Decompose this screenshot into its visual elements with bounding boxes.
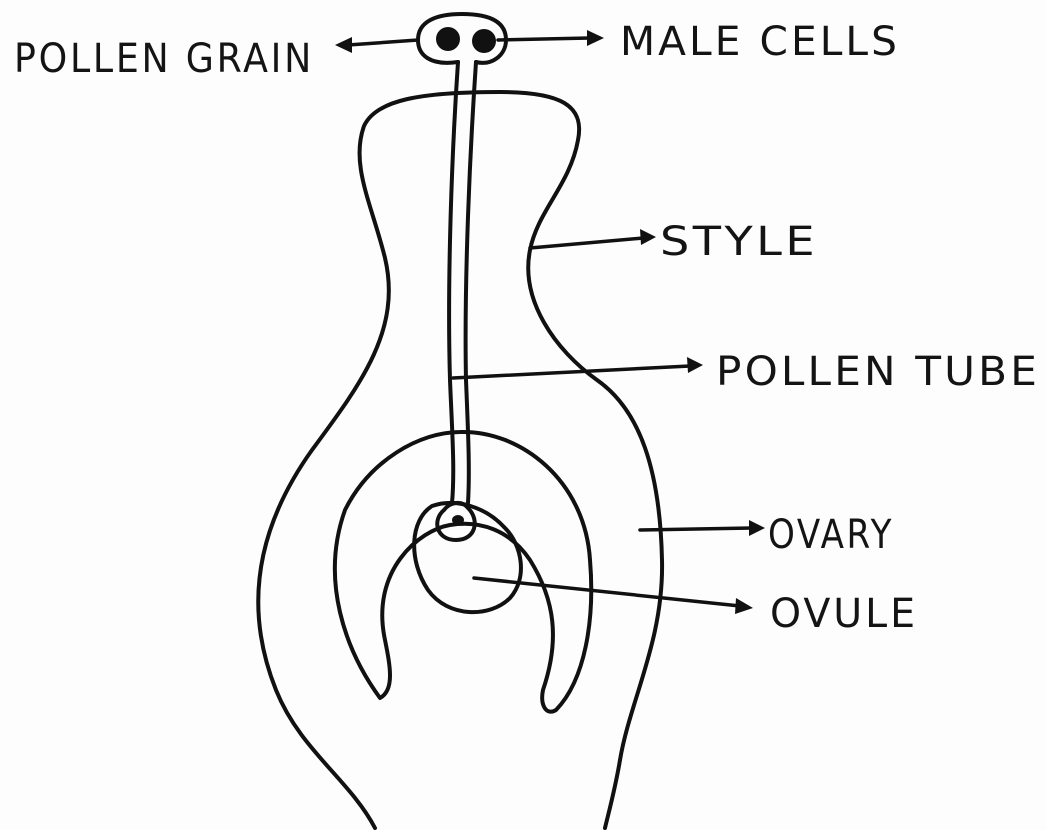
- pollen-tube-leader: [453, 366, 690, 378]
- label-pollen-grain: POLLEN GRAIN: [14, 36, 314, 82]
- ovule: [414, 503, 521, 612]
- tube-nucleus: [452, 515, 464, 525]
- male-cell-2: [472, 29, 496, 53]
- pollen-tube: [449, 62, 458, 503]
- pollen-grain-leader: [348, 40, 418, 45]
- label-style: STYLE: [660, 219, 818, 265]
- ovary-arrowhead: [749, 520, 765, 536]
- pollen-tube-arrowhead: [687, 357, 703, 373]
- style-leader: [530, 238, 643, 248]
- label-ovary: OVARY: [768, 512, 894, 558]
- style-arrowhead: [640, 229, 656, 245]
- label-pollen-tube: POLLEN TUBE: [716, 349, 1040, 395]
- ovary-leader: [640, 528, 752, 530]
- male-cells-leader: [498, 38, 590, 40]
- pollen-grain-arrowhead: [335, 37, 352, 53]
- label-male-cells: MALE CELLS: [620, 19, 900, 65]
- ovule-arrowhead: [735, 598, 753, 614]
- pollen-tube-wall: [466, 62, 476, 503]
- male-cells-arrowhead: [587, 30, 604, 46]
- pistil-outline: [258, 92, 662, 828]
- male-cell-1: [436, 27, 460, 51]
- label-ovule: OVULE: [770, 591, 918, 637]
- ovary-cavity: [335, 432, 591, 712]
